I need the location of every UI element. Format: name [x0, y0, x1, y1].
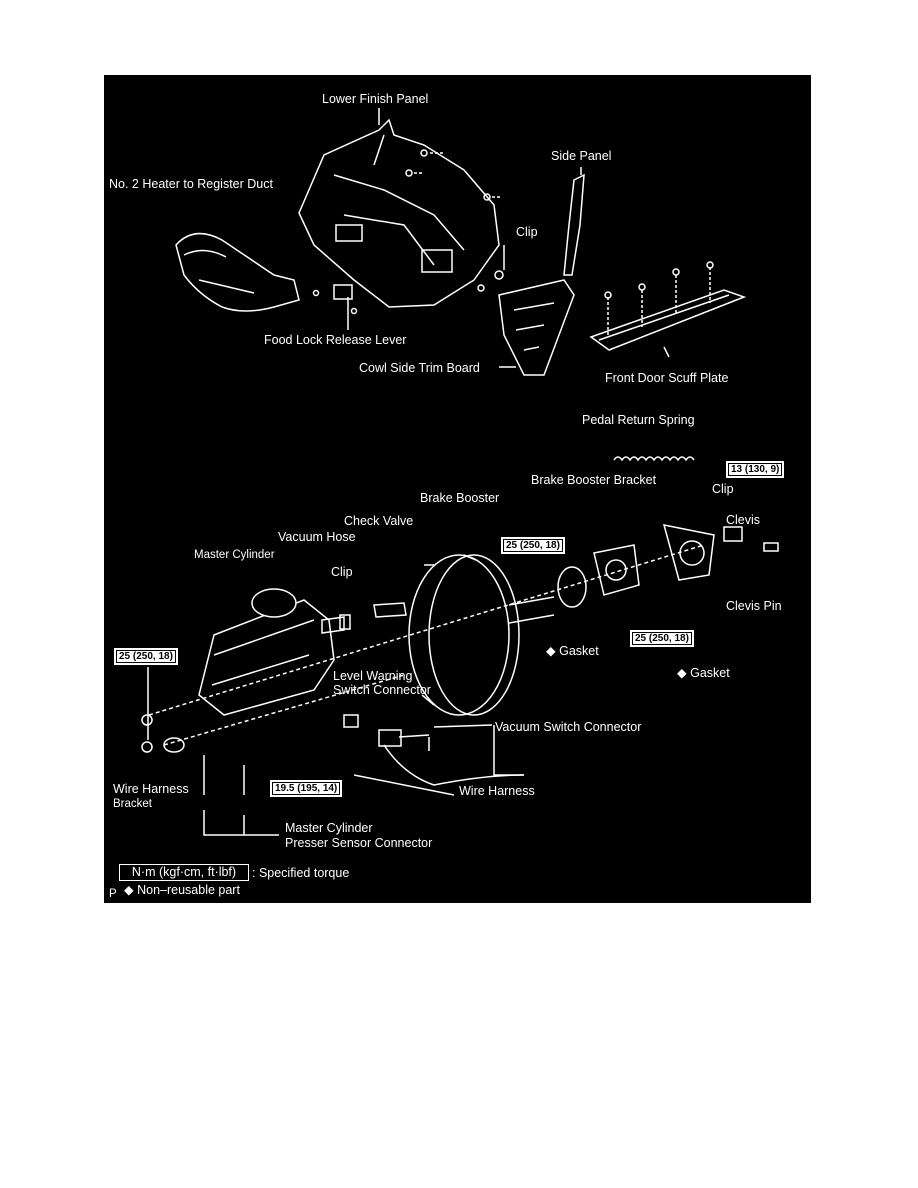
- torque-sensor: 19.5 (195, 14): [270, 780, 343, 797]
- label-wire-harness-bracket: Wire Harness: [113, 782, 189, 796]
- page-marker: P: [109, 888, 117, 900]
- label-heater-duct: No. 2 Heater to Register Duct: [109, 177, 273, 191]
- lower-finish-panel-shape: [298, 118, 500, 308]
- label-check-valve: Check Valve: [344, 514, 414, 528]
- master-cylinder-shape: [198, 599, 335, 716]
- label-cowl-side-trim: Cowl Side Trim Board: [359, 361, 480, 375]
- label-clip-bracket: Clip: [712, 482, 734, 496]
- side-panel-shape: [563, 173, 585, 276]
- legend-unit-box: N·m (kgf·cm, ft·lbf): [119, 864, 249, 881]
- torque-bracket-top: 13 (130, 9): [726, 461, 785, 478]
- pedal-spring-shape: [613, 456, 695, 462]
- label-brake-booster-bracket: Brake Booster Bracket: [531, 473, 657, 487]
- label-gasket-1: ◆ Gasket: [546, 644, 599, 658]
- cowl-side-trim-shape: [498, 279, 575, 376]
- label-mc-sensor-1: Master Cylinder: [285, 821, 373, 835]
- parts-diagram: Lower Finish Panel Side Panel No. 2 Heat…: [104, 75, 811, 903]
- label-clevis: Clevis: [726, 513, 761, 527]
- label-gasket-2: ◆ Gasket: [677, 666, 730, 680]
- label-hood-lock-lever: Food Lock Release Lever: [264, 333, 407, 347]
- diagram-artwork: [141, 108, 779, 836]
- label-side-panel: Side Panel: [551, 149, 612, 163]
- label-switch-connector: Switch Connector: [333, 683, 431, 697]
- label-mc-sensor-2: Presser Sensor Connector: [285, 836, 433, 850]
- label-bracket: Bracket: [113, 798, 152, 810]
- label-level-warning: Level Warning: [333, 669, 413, 683]
- legend-unit-text: : Specified torque: [252, 866, 350, 880]
- brake-booster-shape: [408, 554, 510, 716]
- scuff-plate-shape: [589, 289, 747, 351]
- legend-nonreusable: ◆ Non–reusable part: [124, 883, 240, 897]
- label-front-door-scuff: Front Door Scuff Plate: [605, 371, 729, 385]
- label-pedal-return-spring: Pedal Return Spring: [582, 413, 695, 427]
- label-wire-harness: Wire Harness: [459, 784, 535, 798]
- label-clip-hose: Clip: [331, 565, 353, 579]
- heater-duct-shape: [175, 232, 300, 312]
- label-master-cylinder: Master Cylinder: [194, 549, 275, 561]
- booster-bracket-shape: [593, 544, 640, 596]
- torque-booster-mc: 25 (250, 18): [501, 537, 565, 554]
- torque-bracket-bottom: 25 (250, 18): [630, 630, 694, 647]
- label-lower-finish-panel: Lower Finish Panel: [322, 92, 429, 106]
- label-brake-booster: Brake Booster: [420, 491, 500, 505]
- label-vacuum-switch-connector: Vacuum Switch Connector: [495, 720, 642, 734]
- torque-mc-left: 25 (250, 18): [114, 648, 178, 665]
- label-clevis-pin: Clevis Pin: [726, 599, 782, 613]
- label-clip-top: Clip: [516, 225, 538, 239]
- label-vacuum-hose: Vacuum Hose: [278, 530, 356, 544]
